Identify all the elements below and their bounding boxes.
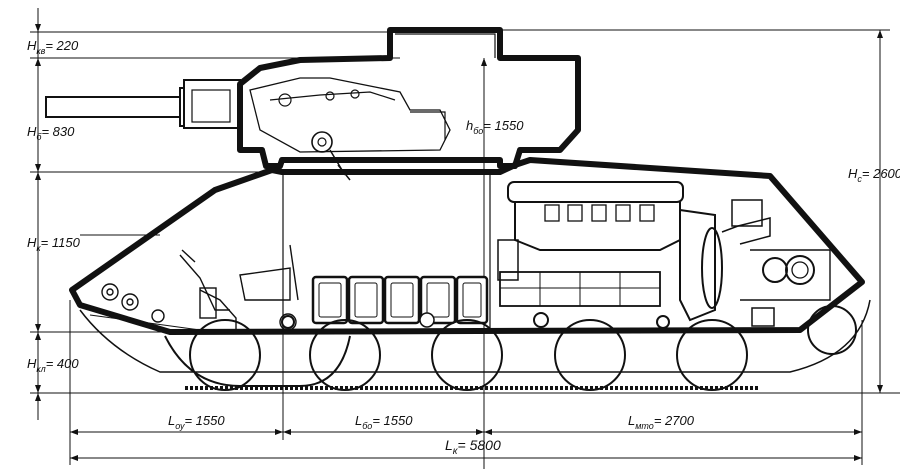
dimension-lines (30, 8, 900, 469)
dimension-arrows (35, 24, 883, 461)
label-l-k: Lк= 5800 (445, 437, 501, 457)
label-h-bo: hбо= 1550 (466, 118, 524, 136)
running-gear (79, 299, 871, 391)
label-h-c: Hс= 2600 (848, 166, 900, 184)
engine (497, 181, 831, 327)
label-h-k: Hк= 1150 (27, 235, 81, 253)
hull (69, 157, 865, 335)
label-l-mto: Lмто= 2700 (628, 413, 695, 431)
label-h-kl: Hкл= 400 (27, 356, 79, 374)
dimension-labels: Hкв= 220 Hб= 830 Hк= 1150 Hкл= 400 Hс= 2… (27, 38, 900, 457)
label-l-bo: Lбо= 1550 (355, 413, 413, 431)
label-l-ou: Lоу= 1550 (168, 413, 225, 431)
ammunition-racks (311, 275, 489, 328)
gun-barrel (45, 79, 241, 129)
driver-compartment-details (101, 244, 299, 331)
label-h-kb: Hкв= 220 (27, 38, 79, 56)
label-h-b: Hб= 830 (27, 124, 75, 142)
turret (237, 27, 581, 181)
